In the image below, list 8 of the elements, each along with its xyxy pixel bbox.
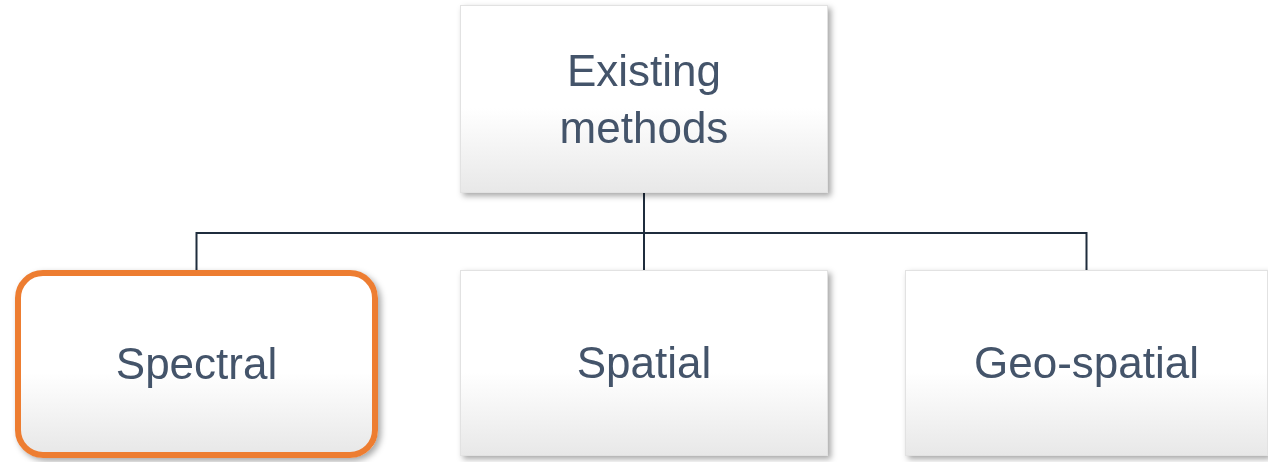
box-label: Spectral	[114, 338, 279, 391]
box-label: Spatial	[575, 337, 713, 390]
category-box	[15, 270, 378, 458]
category-box	[460, 5, 828, 193]
box-label: Existing methods	[558, 44, 730, 154]
box-label: Geo-spatial	[973, 337, 1200, 390]
category-box	[460, 270, 828, 456]
category-box	[905, 270, 1268, 456]
